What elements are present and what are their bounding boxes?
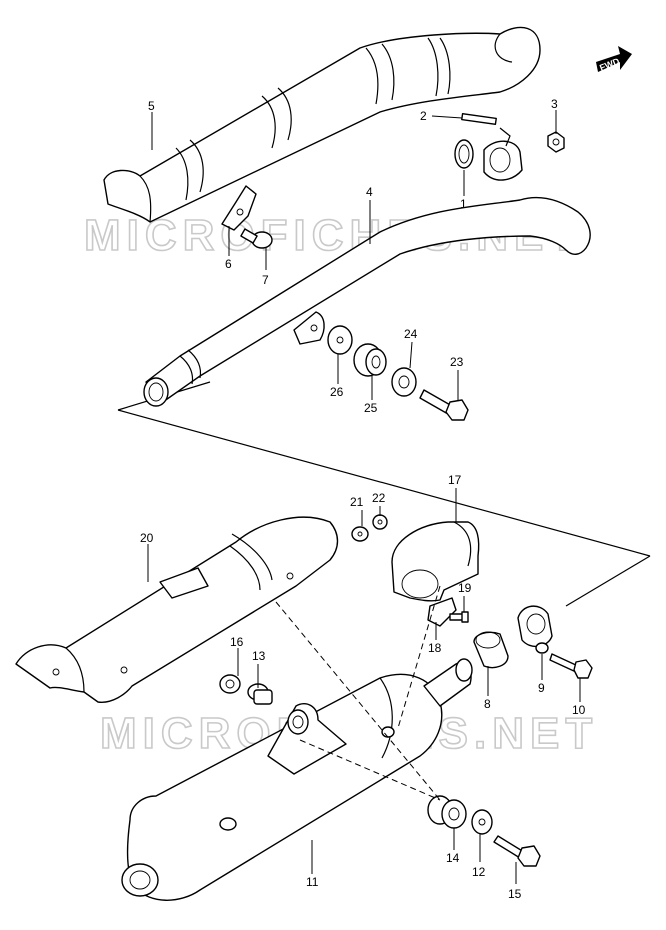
callout-10: 10 xyxy=(572,703,586,717)
callout-25: 25 xyxy=(364,401,378,415)
part-1-gasket xyxy=(454,139,474,169)
part-25-grommet xyxy=(353,343,387,377)
part-2-stud xyxy=(461,112,497,126)
callout-26: 26 xyxy=(330,385,344,399)
callout-23: 23 xyxy=(450,355,464,369)
fwd-arrow-icon: FWD xyxy=(596,46,632,73)
part-26-washer xyxy=(327,325,353,355)
part-13-collar xyxy=(247,683,273,705)
callout-8: 8 xyxy=(484,697,491,711)
callout-6: 6 xyxy=(225,257,232,271)
fwd-label: FWD xyxy=(598,56,621,73)
callout-3: 3 xyxy=(551,97,558,111)
part-5-upper-heat-shield xyxy=(103,26,541,223)
part-8-bushing xyxy=(473,631,509,669)
callout-13: 13 xyxy=(252,649,266,663)
callout-5: 5 xyxy=(148,99,155,113)
callout-22: 22 xyxy=(372,491,386,505)
leader-lines xyxy=(147,110,581,884)
part-15-bolt xyxy=(493,835,541,867)
callout-17: 17 xyxy=(448,473,462,487)
part-23-bolt xyxy=(419,389,469,421)
callout-9: 9 xyxy=(538,681,545,695)
callout-21: 21 xyxy=(350,495,364,509)
part-22-nut xyxy=(372,514,388,530)
part-4-exhaust-pipe xyxy=(143,127,591,407)
callout-12: 12 xyxy=(472,865,486,879)
callout-24: 24 xyxy=(404,327,418,341)
callout-1: 1 xyxy=(460,197,467,211)
part-16-grommet xyxy=(219,674,241,694)
callout-18: 18 xyxy=(428,641,442,655)
callout-16: 16 xyxy=(230,635,244,649)
callout-15: 15 xyxy=(508,887,522,901)
part-17-clamp-cover xyxy=(391,521,480,602)
callout-20: 20 xyxy=(140,531,154,545)
callouts: 5 2 3 1 4 6 7 26 25 24 23 17 20 21 22 18… xyxy=(140,97,586,901)
callout-4: 4 xyxy=(366,185,373,199)
part-11-muffler xyxy=(121,658,473,901)
callout-19: 19 xyxy=(458,581,472,595)
callout-7: 7 xyxy=(262,273,269,287)
alignment-lines xyxy=(275,585,441,801)
callout-11: 11 xyxy=(306,875,319,889)
part-19-bolt xyxy=(449,611,469,623)
part-7-bolt xyxy=(240,228,273,249)
part-18-bracket xyxy=(427,597,457,627)
part-14-grommet xyxy=(427,795,467,829)
part-12-washer xyxy=(471,809,493,835)
part-6-bracket xyxy=(221,185,257,231)
callout-14: 14 xyxy=(446,851,460,865)
part-9-clamp xyxy=(517,605,553,654)
callout-2: 2 xyxy=(420,109,427,123)
part-24-collar xyxy=(391,367,417,397)
part-10-bolt xyxy=(549,653,593,679)
part-3-nut xyxy=(547,131,565,153)
part-21-washer xyxy=(351,526,369,542)
part-20-muffler-heat-shield xyxy=(15,516,339,703)
